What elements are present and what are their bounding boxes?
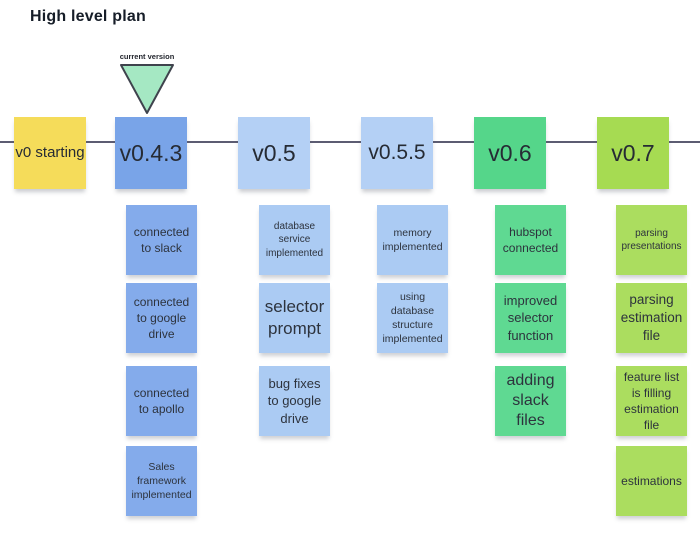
sticky-note[interactable]: bug fixes to google drive <box>259 366 330 436</box>
sticky-note[interactable]: connected to apollo <box>126 366 197 436</box>
page-title: High level plan <box>30 8 146 25</box>
sticky-note[interactable]: Sales framework implemented <box>126 446 197 516</box>
sticky-note[interactable]: connected to slack <box>126 205 197 275</box>
milestone-card-v0-5[interactable]: v0.5 <box>238 117 310 189</box>
milestone-card-v0-5-5[interactable]: v0.5.5 <box>361 117 433 189</box>
sticky-note[interactable]: estimations <box>616 446 687 516</box>
milestone-card-v0-4-3[interactable]: v0.4.3 <box>115 117 187 189</box>
current-version-marker: current version <box>115 52 179 115</box>
milestone-card-v0[interactable]: v0 starting <box>14 117 86 189</box>
sticky-note[interactable]: feature list is filling estimation file <box>616 366 687 436</box>
sticky-note[interactable]: adding slack files <box>495 366 566 436</box>
sticky-note[interactable]: database service implemented <box>259 205 330 275</box>
sticky-note[interactable]: parsing presentations <box>616 205 687 275</box>
sticky-note[interactable]: connected to google drive <box>126 283 197 353</box>
sticky-note[interactable]: hubspot connected <box>495 205 566 275</box>
triangle-down-icon <box>120 64 174 114</box>
milestone-card-v0-6[interactable]: v0.6 <box>474 117 546 189</box>
sticky-note[interactable]: parsing estimation file <box>616 283 687 353</box>
milestone-card-v0-7[interactable]: v0.7 <box>597 117 669 189</box>
sticky-note[interactable]: selector prompt <box>259 283 330 353</box>
sticky-note[interactable]: memory implemented <box>377 205 448 275</box>
sticky-note[interactable]: using database structure implemented <box>377 283 448 353</box>
sticky-note[interactable]: improved selector function <box>495 283 566 353</box>
current-version-label: current version <box>119 52 175 61</box>
timeline-line <box>0 141 700 143</box>
